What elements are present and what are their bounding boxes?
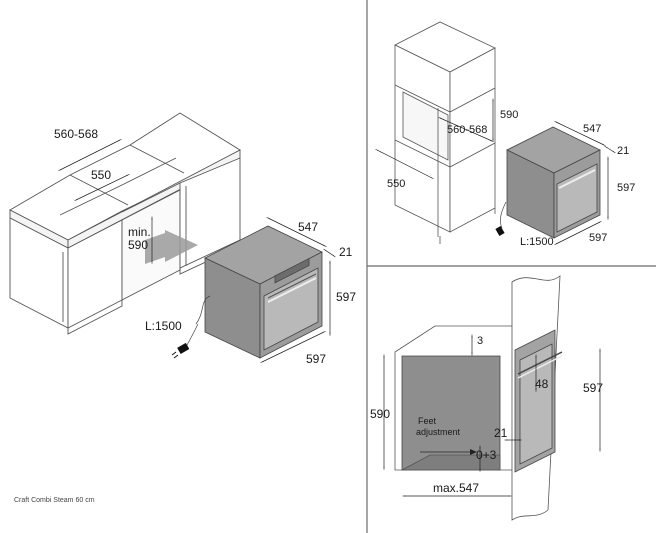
side-max-depth-label: max.547 <box>433 481 479 495</box>
product-caption: Craft Combi Steam 60 cm <box>14 497 95 504</box>
column-depth-label: 550 <box>387 178 405 190</box>
left-min-label: min. <box>128 225 151 239</box>
left-oven-height-label: 597 <box>336 290 356 304</box>
column-front-depth-label: 21 <box>617 145 629 157</box>
side-feet-range-label: 0+3 <box>476 448 497 462</box>
plug-icon <box>171 342 190 359</box>
side-section-drawing <box>394 275 563 521</box>
left-niche-width-label: 560-568 <box>54 127 98 141</box>
side-oven-height-label: 597 <box>583 381 603 395</box>
column-niche-height-label: 590 <box>500 109 518 121</box>
oven-top-right <box>506 126 601 239</box>
side-feet-label-1: Feet <box>418 416 437 426</box>
side-top-gap-label: 3 <box>477 335 483 347</box>
left-min-value: 590 <box>128 238 148 252</box>
side-niche-height-label: 590 <box>370 407 390 421</box>
column-niche-width-label: 560-568 <box>447 124 487 136</box>
left-oven-width-label: 597 <box>306 352 326 366</box>
feet-arrow-icon <box>470 449 477 455</box>
left-front-depth-label: 21 <box>339 245 353 259</box>
side-dimension-lines <box>383 334 601 497</box>
left-cable-label: L:1500 <box>145 319 182 333</box>
side-front-depth-label: 21 <box>494 426 508 440</box>
column-oven-depth-label: 547 <box>583 123 601 135</box>
panel-dividers <box>366 0 656 533</box>
left-inner-width-label: 550 <box>91 168 111 182</box>
plug-icon-top-right <box>495 226 505 236</box>
left-dimension-lines <box>58 138 336 364</box>
top-right-dimension-lines <box>375 98 616 246</box>
left-oven-depth-label: 547 <box>298 220 318 234</box>
side-feet-label-2: adjustment <box>416 427 461 437</box>
insert-arrow-icon <box>145 230 198 264</box>
side-handle-depth-label: 48 <box>535 377 549 391</box>
column-oven-height-label: 597 <box>617 182 635 194</box>
column-cable-label: L:1500 <box>520 236 554 248</box>
column-oven-width-label: 597 <box>589 232 607 244</box>
